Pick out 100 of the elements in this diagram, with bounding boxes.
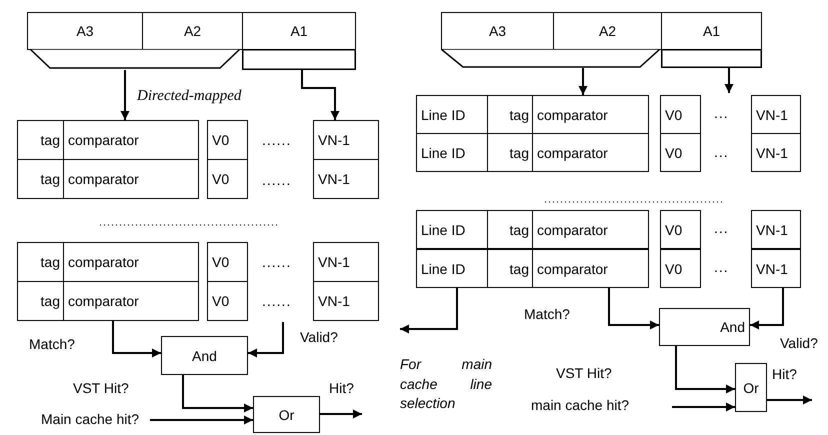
cell-text: A2 <box>598 23 616 39</box>
cell-text: comparator <box>537 222 608 238</box>
table-cell <box>207 159 248 199</box>
ellipsis-dots: ... <box>714 144 729 160</box>
ellipsis-dots: ... <box>714 105 729 121</box>
cell-text: tag <box>510 222 529 238</box>
ellipsis-dots: ...... <box>262 172 292 188</box>
arrow <box>400 288 458 334</box>
table-cell <box>532 249 649 288</box>
cell-text: V0 <box>665 144 682 160</box>
table-cell <box>487 95 534 134</box>
cell-text: Line ID <box>421 222 466 238</box>
table-cell <box>751 210 801 249</box>
cell-text: comparator <box>68 254 139 270</box>
table-cell <box>207 281 248 321</box>
table-cell <box>487 133 534 172</box>
register-field <box>441 12 554 50</box>
edge-label: Valid? <box>779 336 819 352</box>
edge-label: main cache hit? <box>530 398 630 414</box>
edge-label: Directed-mapped <box>136 88 242 104</box>
cell-text: VN-1 <box>756 260 788 276</box>
ellipsis-dots: ...... <box>262 254 292 270</box>
cell-text: VN-1 <box>318 293 350 309</box>
cell-text: Or <box>743 380 759 396</box>
cell-text: comparator <box>68 132 139 148</box>
logic-gate-box <box>659 308 750 346</box>
cell-text: comparator <box>537 144 608 160</box>
cell-text: Line ID <box>421 106 466 122</box>
edge-label: Match? <box>523 307 571 322</box>
register-field <box>142 12 243 50</box>
table-cell <box>416 210 489 249</box>
cell-text: V0 <box>212 132 230 148</box>
table-cell <box>17 242 65 282</box>
arrow <box>675 346 735 394</box>
table-cell <box>17 159 65 199</box>
table-cell <box>207 242 248 282</box>
arrow <box>301 70 340 120</box>
table-cell <box>63 242 199 282</box>
cell-text: tag <box>510 106 529 122</box>
cell-text: A3 <box>76 23 94 39</box>
arrow <box>182 375 253 412</box>
table-cell <box>660 95 701 134</box>
table-cell <box>63 281 199 321</box>
ellipsis-dots: ...... <box>262 293 292 309</box>
cell-text: V0 <box>212 254 230 270</box>
table-cell <box>532 133 649 172</box>
cell-text: V0 <box>212 171 230 187</box>
cell-text: A2 <box>184 23 202 39</box>
table-cell <box>313 281 379 321</box>
edge-label: Valid? <box>299 330 339 346</box>
arrow <box>120 70 130 120</box>
table-cell <box>487 210 534 249</box>
register-field <box>661 12 762 50</box>
cell-text: comparator <box>68 293 139 309</box>
logic-gate-box <box>161 336 248 375</box>
note-text: For main cache line selection <box>400 355 492 414</box>
logic-gate-box <box>735 363 767 412</box>
edge-label: Match? <box>28 337 76 352</box>
ellipsis-dots: ...... <box>262 132 292 148</box>
table-cell <box>63 120 199 160</box>
table-cell <box>313 120 379 160</box>
cell-text: VN-1 <box>756 106 788 122</box>
arrow <box>320 410 362 418</box>
cell-text: comparator <box>537 260 608 276</box>
edge-label: Hit? <box>328 381 355 396</box>
table-cell <box>416 249 489 288</box>
cell-text: And <box>720 319 745 335</box>
logic-gate-box <box>253 396 320 433</box>
table-cell <box>532 95 649 134</box>
cell-text: VN-1 <box>318 132 350 148</box>
cell-text: tag <box>40 254 60 270</box>
table-cell <box>487 249 534 288</box>
cell-text: VN-1 <box>318 254 350 270</box>
table-cell <box>660 249 701 288</box>
edge-label: Main cache hit? <box>40 412 140 428</box>
register-field <box>553 12 662 50</box>
cell-text: V0 <box>665 222 682 238</box>
cell-text: V0 <box>665 260 682 276</box>
arrow <box>724 68 734 93</box>
cell-text: And <box>192 348 217 364</box>
cell-text: tag <box>510 144 529 160</box>
arrow <box>672 402 735 412</box>
arrow <box>608 288 659 330</box>
table-cell <box>416 133 489 172</box>
table-cell <box>751 249 801 288</box>
arrow <box>248 322 284 358</box>
table-cell <box>751 95 801 134</box>
cell-text: V0 <box>665 106 682 122</box>
ellipsis-dots: ... <box>714 220 729 236</box>
table-cell <box>751 133 801 172</box>
cell-text: tag <box>40 132 60 148</box>
cell-text: comparator <box>537 106 608 122</box>
table-cell <box>313 159 379 199</box>
arrow <box>150 416 253 424</box>
table-cell <box>17 120 65 160</box>
table-cell <box>313 242 379 282</box>
cell-text: tag <box>510 260 529 276</box>
edge-label: VST Hit? <box>555 366 613 382</box>
cell-text: A1 <box>702 23 720 39</box>
table-cell <box>532 210 649 249</box>
